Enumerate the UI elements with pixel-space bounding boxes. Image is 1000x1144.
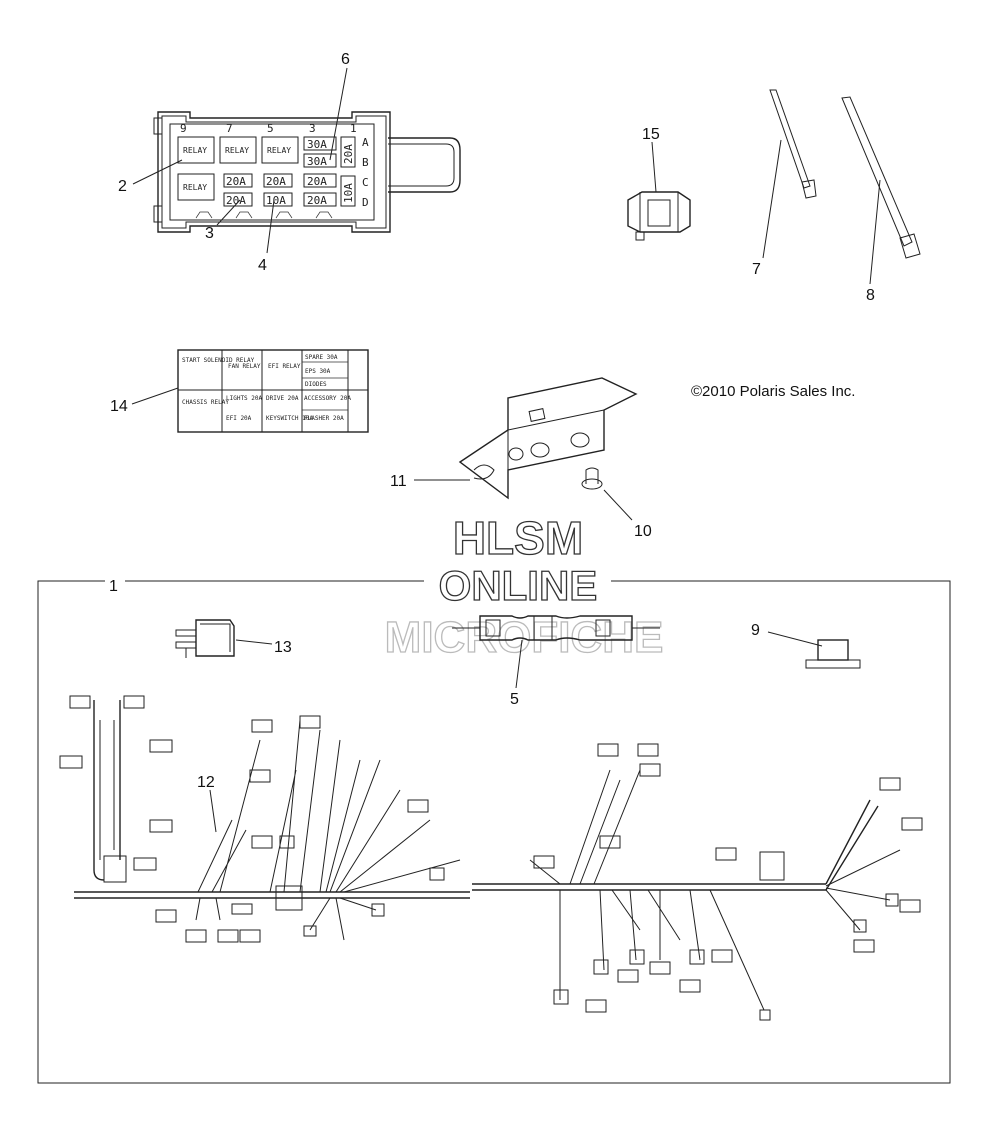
callout-14: 14: [110, 398, 128, 415]
callout-1: 1: [109, 578, 118, 595]
fuse-box-top-number: 9: [180, 122, 187, 135]
decal-cell: KEYSWITCH 10A: [266, 415, 313, 422]
relay-label: RELAY: [183, 183, 207, 192]
decal-cell: EFI RELAY: [268, 363, 301, 370]
callout-9: 9: [751, 622, 760, 639]
callout-3: 3: [205, 225, 214, 242]
cable-tie-7: [769, 89, 817, 199]
fuse-box-top-number: 5: [267, 122, 274, 135]
decal-cell: CHASSIS RELAY: [182, 399, 229, 406]
fuse-decal: START SOLENOID RELAY FAN RELAY EFI RELAY…: [177, 349, 369, 433]
fuse-label: 20A: [307, 194, 327, 207]
callout-4: 4: [258, 257, 267, 274]
fuse-label: 20A: [342, 144, 355, 164]
diode-part-5: [452, 615, 660, 641]
decal-cell: START SOLENOID RELAY: [182, 357, 255, 364]
callout-6: 6: [341, 51, 350, 68]
decal-cell: SPARE 30A: [305, 354, 338, 361]
decal-cell: EPS 30A: [305, 368, 331, 375]
relay-label: RELAY: [225, 146, 249, 155]
right-wire-harness: [472, 743, 923, 1021]
callout-12: 12: [197, 774, 215, 791]
cable-tie-8: [841, 96, 921, 259]
fuse-label: 20A: [266, 175, 286, 188]
callout-15: 15: [642, 126, 660, 143]
fuse-label: 10A: [342, 183, 355, 203]
decal-cell: DRIVE 20A: [266, 395, 299, 402]
fuse-label: 20A: [307, 175, 327, 188]
decal-cell: EFI 20A: [226, 415, 252, 422]
fuse-box-top-number: 1: [350, 122, 357, 135]
fuse-label: 30A: [307, 155, 327, 168]
fuse-label: 10A: [266, 194, 286, 207]
callout-2: 2: [118, 178, 127, 195]
callout-7: 7: [752, 261, 761, 278]
row-letter: A: [362, 136, 369, 149]
harness-kit-border: [37, 580, 951, 1084]
decal-cell: FLASHER 20A: [304, 415, 344, 422]
fuse-box: 9 7 5 3 1 RELAY RELAY RELAY RELAY 30A 30…: [153, 111, 461, 233]
copyright-text: ©2010 Polaris Sales Inc.: [691, 383, 855, 400]
relay-label: RELAY: [267, 146, 291, 155]
decal-cell: ACCESSORY 20A: [304, 395, 351, 402]
callout-13: 13: [274, 639, 292, 656]
relay-label: RELAY: [183, 146, 207, 155]
clip-part-15: [627, 191, 691, 241]
fuse-label: 20A: [226, 175, 246, 188]
row-letter: B: [362, 156, 369, 169]
watermark-line-1: HLSM: [453, 512, 583, 564]
row-letter: C: [362, 176, 369, 189]
callout-10: 10: [634, 523, 652, 540]
left-wire-harness: [59, 695, 470, 943]
decal-cell: DIODES: [305, 381, 327, 388]
callout-11: 11: [390, 473, 407, 490]
fuse-label: 20A: [226, 194, 246, 207]
fuse-box-top-number: 7: [226, 122, 233, 135]
fuse-box-top-number: 3: [309, 122, 316, 135]
decal-cell: LIGHTS 20A: [226, 395, 263, 402]
relay-part-13: [175, 619, 235, 658]
callout-5: 5: [510, 691, 519, 708]
watermark-line-3: MICROFICHE: [385, 613, 664, 662]
callout-8: 8: [866, 287, 875, 304]
watermark-line-2: ONLINE: [439, 562, 598, 609]
bracket-part-11: [458, 377, 638, 500]
fuse-box-leaders: [132, 67, 348, 254]
rivet-part-10: [581, 467, 603, 490]
fuse-label: 30A: [307, 138, 327, 151]
decal-cell: FAN RELAY: [228, 363, 261, 370]
part-9-block: [805, 639, 861, 669]
row-letter: D: [362, 196, 369, 209]
watermark: HLSM ONLINE MICROFICHE: [384, 511, 664, 662]
